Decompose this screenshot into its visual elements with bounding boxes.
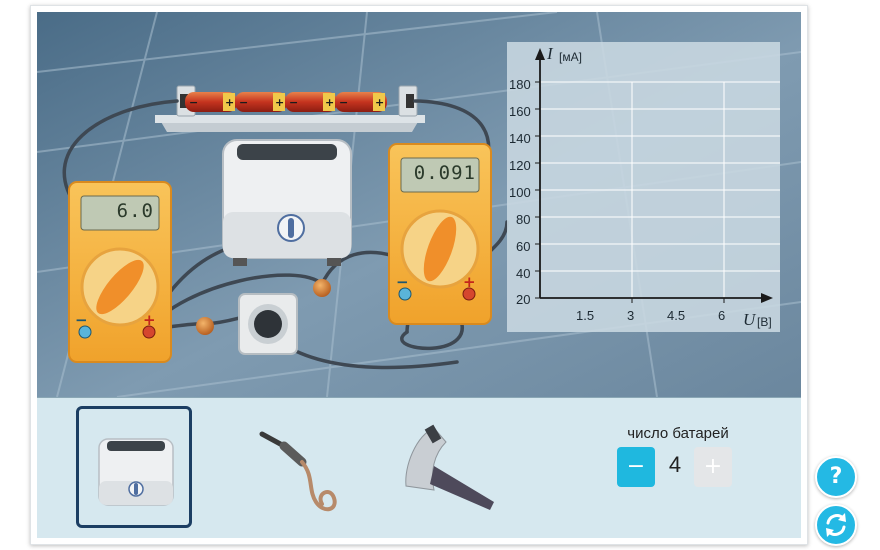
ammeter-pos-label: +: [463, 273, 476, 291]
battery-count-label: число батарей: [627, 425, 729, 442]
voltmeter-display: 6.0: [116, 200, 154, 222]
y-tick-label: 80: [516, 212, 531, 227]
y-tick-label: 100: [509, 185, 531, 200]
y-axis-arrow: [535, 48, 545, 60]
battery-polarity-labels: − + − + − + − +: [189, 96, 384, 109]
battery-sign: −: [289, 96, 298, 109]
device-hairdryer-button[interactable]: [394, 406, 510, 528]
graph-axes: [539, 54, 765, 299]
batteries: [185, 92, 387, 112]
decrease-batteries-button[interactable]: −: [617, 447, 655, 487]
power-socket: [238, 293, 298, 355]
battery-sign: −: [339, 96, 348, 109]
y-tick-label: 140: [509, 131, 531, 146]
x-axis-unit: [В]: [757, 315, 772, 329]
increase-batteries-button[interactable]: +: [694, 447, 732, 487]
voltmeter-neg-label: −: [75, 311, 88, 329]
hair-dryer-icon: [405, 424, 494, 510]
iv-graph: I [мА] U [В] 180 160 140 120 100 80 60 4…: [507, 42, 880, 332]
toaster-appliance: [222, 139, 352, 266]
device-heater-button[interactable]: [244, 406, 360, 528]
battery-sign: −: [239, 96, 248, 109]
x-tick-label: 1.5: [576, 308, 595, 323]
graph-background: [507, 42, 780, 332]
y-tick-label: 40: [516, 266, 531, 281]
y-axis-unit: [мА]: [559, 50, 582, 64]
battery-sign: +: [225, 96, 234, 109]
ammeter: [388, 143, 492, 325]
y-tick-label: 120: [509, 158, 531, 173]
help-button-label: ?: [829, 464, 843, 489]
ammeter-neg-label: −: [396, 273, 409, 291]
toaster-icon: [98, 438, 174, 506]
immersion-heater-icon: [259, 431, 337, 512]
iv-graph-svg: [507, 42, 880, 332]
x-axis-arrow: [761, 293, 773, 303]
x-axis-symbol: U: [743, 310, 756, 329]
refresh-icon: [826, 513, 846, 537]
y-axis-symbol: I: [547, 44, 553, 63]
battery-sign: +: [325, 96, 334, 109]
battery-sign: +: [275, 96, 284, 109]
battery-count-value: 4: [668, 452, 682, 477]
x-tick-label: 4.5: [667, 308, 686, 323]
x-tick-label: 6: [718, 308, 726, 323]
y-tick-label: 20: [516, 292, 531, 307]
voltmeter-pos-label: +: [143, 311, 156, 329]
wire-connectors: [196, 279, 331, 335]
ammeter-display: 0.091: [413, 162, 476, 184]
battery-sign: −: [189, 96, 198, 109]
help-button[interactable]: ?: [815, 456, 857, 498]
x-tick-label: 3: [627, 308, 635, 323]
y-tick-label: 160: [509, 104, 531, 119]
y-tick-label: 60: [516, 239, 531, 254]
reset-button[interactable]: [815, 504, 857, 546]
voltmeter: [68, 181, 172, 363]
battery-sign: +: [375, 96, 384, 109]
y-tick-label: 180: [509, 77, 531, 92]
device-toaster-button[interactable]: [76, 406, 192, 528]
